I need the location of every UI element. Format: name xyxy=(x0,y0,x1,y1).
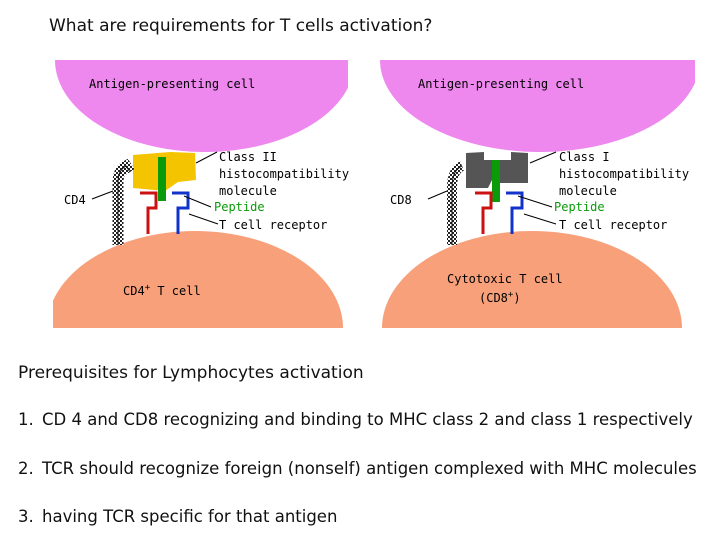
left-t-cell xyxy=(53,231,343,328)
left-panel xyxy=(53,60,348,328)
left-mhc-label-3: molecule xyxy=(219,184,277,198)
left-mhc-label-2: histocompatibility xyxy=(219,167,349,181)
right-tcr-label: T cell receptor xyxy=(559,218,667,232)
right-mhc-label-3: molecule xyxy=(559,184,617,198)
right-t-cell xyxy=(382,231,682,328)
list-item-number: 1. xyxy=(18,410,34,429)
list-item-text: having TCR specific for that antigen xyxy=(42,507,338,526)
right-tcr-beta xyxy=(506,191,524,234)
right-t-cell-label-1: Cytotoxic T cell xyxy=(447,272,563,286)
left-apc xyxy=(55,60,348,152)
list-item: 3. having TCR specific for that antigen xyxy=(18,507,337,526)
right-peptide xyxy=(492,160,500,202)
page-title: What are requirements for T cells activa… xyxy=(49,16,433,36)
left-apc-label: Antigen-presenting cell xyxy=(89,77,255,91)
right-t-cell-label-2: (CD8+) xyxy=(479,290,521,305)
left-cd4 xyxy=(112,158,135,245)
left-tcr-alpha xyxy=(140,191,158,234)
right-cd8-label: CD8 xyxy=(390,193,412,207)
right-apc xyxy=(380,60,695,152)
left-tcr-label: T cell receptor xyxy=(219,218,327,232)
left-t-cell-label: CD4+ T cell xyxy=(123,283,201,298)
right-tcr-alpha xyxy=(475,191,493,234)
list-item: 2. TCR should recognize foreign (nonself)… xyxy=(18,459,697,478)
list-item-text: TCR should recognize foreign (nonself) a… xyxy=(42,459,697,478)
t-cell-activation-diagram: Antigen-presenting cell CD4 Class II his… xyxy=(53,60,695,328)
left-tcr-beta xyxy=(172,191,190,234)
left-mhc-label-1: Class II xyxy=(219,150,277,164)
right-peptide-label: Peptide xyxy=(554,200,605,214)
right-panel xyxy=(380,60,695,328)
list-item-text: CD 4 and CD8 recognizing and binding to … xyxy=(42,410,693,429)
list-item-number: 3. xyxy=(18,507,34,526)
left-peptide-label: Peptide xyxy=(214,200,265,214)
list-item: 1. CD 4 and CD8 recognizing and binding t… xyxy=(18,410,693,429)
right-apc-label: Antigen-presenting cell xyxy=(418,77,584,91)
left-peptide xyxy=(158,157,166,201)
right-mhc-label-1: Class I xyxy=(559,150,610,164)
list-item-number: 2. xyxy=(18,459,34,478)
right-mhc-label-2: histocompatibility xyxy=(559,167,689,181)
left-cd4-label: CD4 xyxy=(64,193,86,207)
prerequisites-heading: Prerequisites for Lymphocytes activation xyxy=(18,363,364,383)
